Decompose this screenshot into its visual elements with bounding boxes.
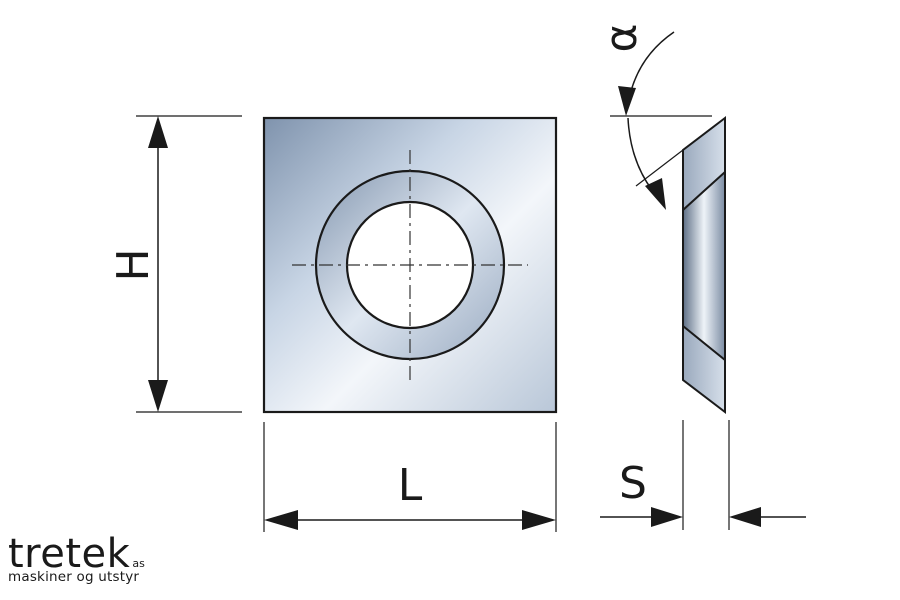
thickness-label: S: [619, 458, 647, 509]
arrow-s-right: [651, 507, 683, 527]
dimension-height: [136, 115, 242, 413]
dimension-angle: [610, 31, 712, 210]
dimension-length: [263, 422, 557, 532]
angle-edge-line: [635, 149, 684, 187]
length-label: L: [398, 460, 423, 511]
angle-arrow-diag: [645, 178, 666, 210]
arrow-up: [148, 116, 168, 148]
angle-arrow-down: [618, 86, 636, 116]
logo-tagline: maskiner og utstyr: [8, 569, 140, 585]
angle-arc-lower: [627, 117, 653, 191]
arrow-right: [522, 510, 556, 530]
logo-name: tretek: [8, 531, 131, 577]
height-label: H: [108, 248, 159, 281]
arrow-left: [264, 510, 298, 530]
dimension-thickness: [600, 420, 806, 530]
logo-suffix: as: [132, 557, 145, 570]
arrow-s-left: [729, 507, 761, 527]
side-bevel: [682, 169, 726, 363]
side-view: [682, 115, 726, 415]
arrow-down: [148, 380, 168, 412]
front-view: [262, 116, 558, 414]
angle-label: α: [596, 23, 647, 52]
